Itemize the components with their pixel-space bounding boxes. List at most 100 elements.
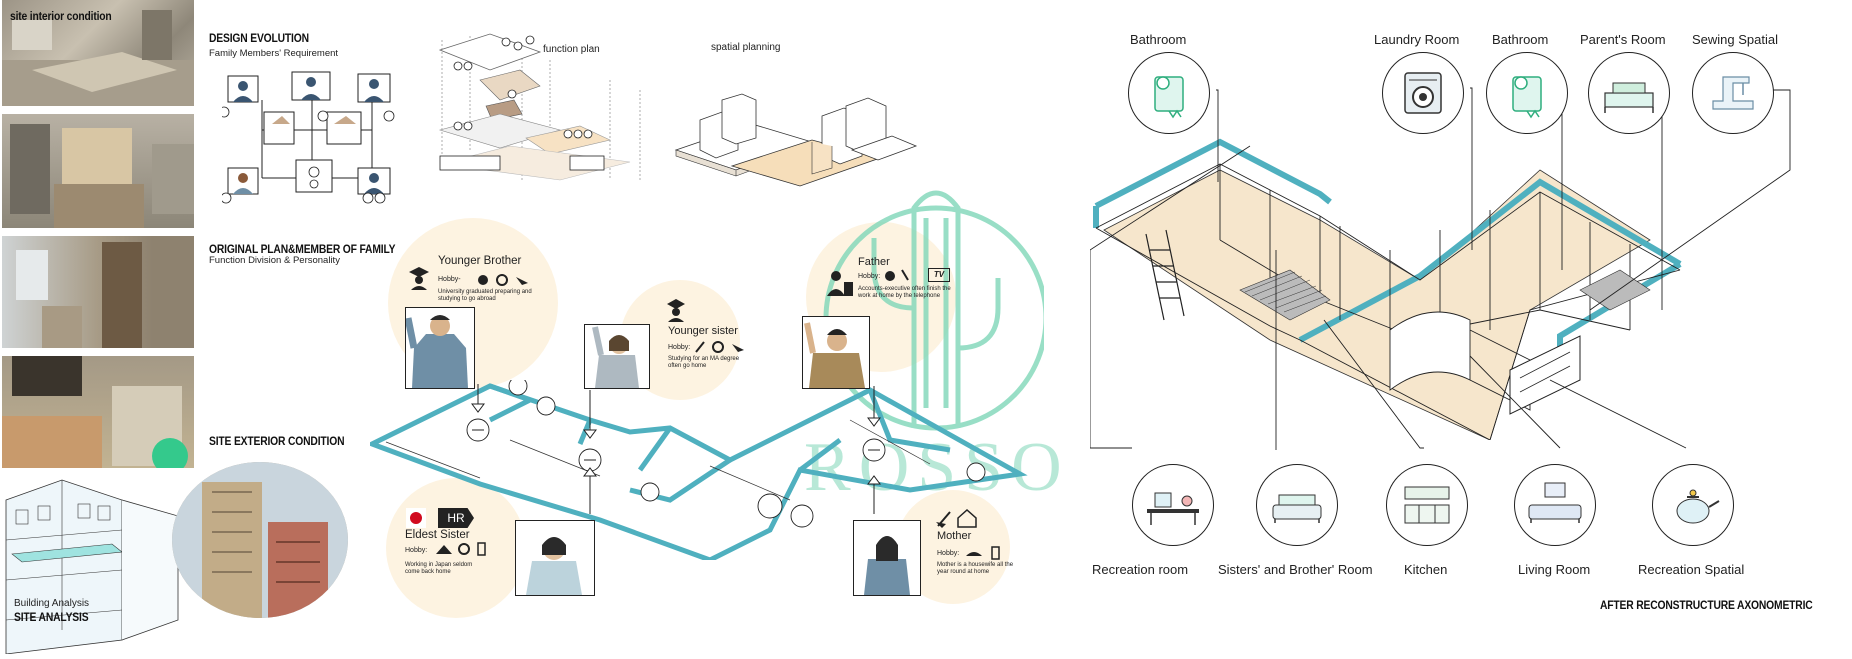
bottom-room-circle-4 — [1514, 464, 1596, 546]
younger-brother-icon — [408, 264, 430, 290]
top-room-circle-2 — [1382, 52, 1464, 134]
eldest-sister-halo — [386, 478, 526, 618]
site-interior-title: site interior condition — [10, 9, 112, 23]
father-hobby: Hobby: — [858, 273, 881, 280]
younger-sister-name: Younger sister — [668, 325, 738, 337]
building-analysis-label: Building Analysis — [14, 598, 90, 609]
teapot-icon — [1676, 489, 1720, 524]
hr-badge: HR — [438, 508, 474, 528]
mother-hobby-icons — [964, 546, 1004, 560]
top-room-circle-5 — [1692, 52, 1774, 134]
younger-brother-name: Younger Brother — [438, 255, 522, 267]
site-exterior-photo — [172, 462, 348, 618]
washing-machine-icon — [1404, 72, 1442, 114]
graduation-cap-icon-2 — [667, 299, 685, 322]
axonometric-drawing — [1090, 130, 1740, 441]
family-requirement-diagram — [218, 68, 402, 208]
younger-brother-hobby-icons — [476, 273, 536, 287]
eldest-sister-name: Eldest Sister — [405, 529, 470, 541]
bottom-room-circle-2 — [1256, 464, 1338, 546]
japan-flag-icon — [406, 508, 426, 528]
plan-arrows-art — [471, 384, 881, 514]
design-evolution-subtitle: Family Members' Requirement — [209, 48, 339, 59]
building-analysis-drawing — [2, 470, 182, 655]
father-icon — [826, 268, 854, 298]
younger-brother-figure — [405, 307, 475, 389]
original-plan-title: ORIGINAL PLAN&MEMBER OF FAMILY — [209, 242, 396, 256]
desk-icon — [1147, 492, 1199, 525]
top-room-label-2: Laundry Room — [1374, 32, 1460, 47]
sofa-icon — [1272, 494, 1322, 523]
father-hobby-icons — [884, 268, 928, 282]
top-room-label-5: Sewing Spatial — [1692, 32, 1778, 47]
bed-icon — [1604, 82, 1654, 113]
site-exterior-title: SITE EXTERIOR CONDITION — [209, 434, 345, 448]
spatial-planning-label: spatial planning — [711, 42, 781, 53]
eldest-sister-note: Working in Japan seldom come back home — [405, 562, 473, 575]
mother-art — [864, 536, 910, 595]
bottom-room-label-3: Kitchen — [1404, 562, 1448, 577]
function-plan-exploded — [430, 30, 660, 190]
axonometric-title: AFTER RECONSTRUCTURE AXONOMETRIC — [1600, 598, 1813, 612]
mother-note: Mother is a housewife all the year round… — [937, 562, 1014, 575]
father-art — [804, 322, 865, 388]
hobby-icons-art — [478, 274, 528, 286]
interior-photo-4-art — [2, 356, 188, 468]
top-room-label-3: Bathroom — [1492, 32, 1549, 47]
younger-brother-art — [406, 315, 468, 388]
eldest-sister-hobby-icons — [434, 542, 494, 556]
bottom-room-label-2: Sisters' and Brother' Room — [1218, 562, 1373, 577]
father-figure — [802, 316, 870, 389]
top-room-label-4: Parent's Room — [1580, 32, 1666, 47]
father-name: Father — [858, 256, 890, 268]
top-room-circle-4 — [1588, 52, 1670, 134]
tv-icon: TV — [928, 268, 950, 282]
top-room-circle-3 — [1486, 52, 1568, 134]
phone-user-icon — [827, 271, 853, 296]
building-analysis-art — [2, 470, 182, 655]
younger-brother-hobby: Hobby- — [438, 276, 461, 283]
site-analysis-title: SITE ANALYSIS — [14, 610, 89, 624]
mother-figure — [853, 520, 921, 596]
spatial-planning-massing — [672, 80, 922, 190]
mother-name: Mother — [937, 530, 972, 542]
axonometric-drawing-art — [1093, 138, 1682, 441]
sewing-machine-icon — [1712, 76, 1754, 110]
design-evolution-title: DESIGN EVOLUTION — [209, 31, 309, 45]
bottom-room-label-4: Living Room — [1518, 562, 1591, 577]
younger-sister-figure — [584, 324, 650, 389]
bottom-room-label-1: Recreation room — [1092, 562, 1189, 577]
rosso-watermark-text: ROSSO — [804, 429, 1070, 506]
eldest-sister-hobby: Hobby: — [405, 547, 428, 554]
japan-flag-art — [406, 508, 426, 528]
younger-brother-note: University graduated preparing and study… — [438, 289, 532, 302]
graduation-cap-icon — [409, 267, 429, 290]
kitchen-icon — [1404, 486, 1450, 524]
original-plan-subtitle: Function Division & Personality — [209, 255, 340, 266]
eldest-sister-art — [526, 537, 582, 595]
interior-photo-1-art — [2, 10, 194, 106]
hobby-icons-art-4 — [436, 542, 486, 556]
broom-house-icon — [936, 508, 977, 528]
interior-photo-4 — [2, 356, 194, 468]
father-note: Accounts-executive often finish the work… — [858, 286, 951, 299]
bottom-room-circle-3 — [1386, 464, 1468, 546]
function-plan-label: function plan — [543, 44, 600, 55]
original-floor-plan-art — [365, 376, 1028, 563]
hobby-icons-art-5 — [966, 546, 1000, 560]
top-room-label-1: Bathroom — [1130, 32, 1187, 47]
younger-sister-hobby: Hobby: — [668, 344, 691, 351]
hobby-icons-art-3 — [885, 269, 909, 281]
eldest-sister-figure — [515, 520, 595, 596]
bottom-room-circle-5 — [1652, 464, 1734, 546]
younger-sister-art — [592, 326, 639, 388]
interior-photo-2 — [2, 114, 194, 228]
toilet-paper-icon-2 — [1512, 76, 1542, 119]
mother-hobby: Hobby: — [937, 550, 960, 557]
bottom-room-circle-1 — [1132, 464, 1214, 546]
younger-sister-note: Studying for an MA degree often go home — [668, 356, 740, 369]
interior-photo-3-art — [16, 236, 194, 348]
spatial-planning-massing-art — [674, 93, 918, 187]
interior-photo-2-art — [10, 124, 194, 228]
hobby-icons-art-2 — [695, 341, 744, 353]
